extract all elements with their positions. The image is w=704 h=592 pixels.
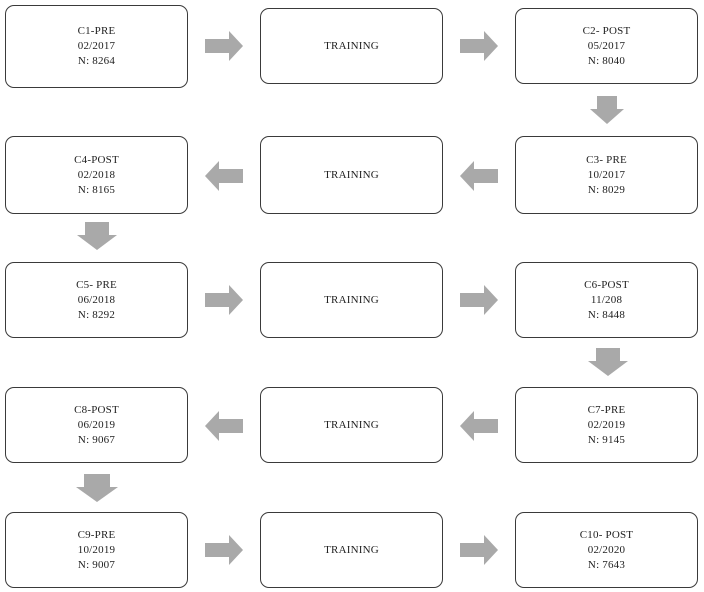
box-c5-date: 06/2018 [77, 293, 116, 306]
box-c9-n: N: 9007 [77, 558, 116, 571]
left-arrow-icon [205, 411, 243, 441]
box-training-5: TRAINING [260, 512, 443, 588]
box-c2-post: C2- POST 05/2017 N: 8040 [515, 8, 698, 84]
right-arrow-icon [460, 535, 498, 565]
box-c4-label: C4-POST [74, 153, 119, 166]
right-arrow-icon [205, 285, 243, 315]
box-c7-n: N: 9145 [587, 433, 626, 446]
box-c1-date: 02/2017 [77, 40, 116, 52]
box-c6-post: C6-POST 11/208 N: 8448 [515, 262, 698, 338]
box-c9-pre: C9-PRE 10/2019 N: 9007 [5, 512, 188, 588]
box-c10-n: N: 7643 [587, 558, 626, 571]
box-c2-n: N: 8040 [587, 54, 626, 67]
box-c3-date: 10/2017 [587, 168, 626, 181]
box-c5-n: N: 8292 [77, 308, 116, 321]
box-c1-n: N: 8264 [77, 55, 116, 67]
box-c4-post: C4-POST 02/2018 N: 8165 [5, 136, 188, 214]
right-arrow-icon [460, 285, 498, 315]
box-c2-date: 05/2017 [587, 39, 626, 52]
box-c1-pre: C1-PRE 02/2017 N: 8264 [5, 5, 188, 88]
down-arrow-icon [76, 474, 118, 502]
box-c9-date: 10/2019 [77, 543, 116, 556]
box-training-1-label: TRAINING [324, 39, 379, 52]
box-c8-post: C8-POST 06/2019 N: 9067 [5, 387, 188, 463]
box-training-4-label: TRAINING [324, 418, 379, 431]
box-c6-label: C6-POST [584, 278, 629, 291]
box-c1-label: C1-PRE [77, 25, 116, 37]
left-arrow-icon [460, 411, 498, 441]
box-c10-label: C10- POST [579, 528, 634, 541]
box-c7-date: 02/2019 [587, 418, 626, 431]
box-c3-label: C3- PRE [586, 153, 627, 166]
box-c2-label: C2- POST [582, 24, 631, 37]
right-arrow-icon [205, 535, 243, 565]
right-arrow-icon [205, 31, 243, 61]
box-c8-label: C8-POST [74, 403, 119, 416]
box-training-3-label: TRAINING [324, 293, 379, 306]
box-c10-post: C10- POST 02/2020 N: 7643 [515, 512, 698, 588]
box-c9-label: C9-PRE [77, 528, 116, 541]
box-c3-n: N: 8029 [587, 183, 626, 196]
box-training-2: TRAINING [260, 136, 443, 214]
box-c4-n: N: 8165 [77, 183, 116, 196]
box-c5-pre: C5- PRE 06/2018 N: 8292 [5, 262, 188, 338]
box-training-2-label: TRAINING [324, 168, 379, 181]
down-arrow-icon [590, 96, 624, 124]
box-training-5-label: TRAINING [324, 543, 379, 556]
box-c6-date: 11/208 [590, 293, 623, 306]
box-c8-date: 06/2019 [77, 418, 116, 431]
down-arrow-icon [588, 348, 628, 376]
box-training-3: TRAINING [260, 262, 443, 338]
box-c7-pre: C7-PRE 02/2019 N: 9145 [515, 387, 698, 463]
box-c7-label: C7-PRE [587, 403, 626, 416]
box-c4-date: 02/2018 [77, 168, 116, 181]
box-c8-n: N: 9067 [77, 433, 116, 446]
box-training-1: TRAINING [260, 8, 443, 84]
left-arrow-icon [205, 161, 243, 191]
box-training-4: TRAINING [260, 387, 443, 463]
box-c3-pre: C3- PRE 10/2017 N: 8029 [515, 136, 698, 214]
left-arrow-icon [460, 161, 498, 191]
right-arrow-icon [460, 31, 498, 61]
box-c5-label: C5- PRE [76, 278, 117, 291]
box-c6-n: N: 8448 [587, 308, 626, 321]
down-arrow-icon [77, 222, 117, 250]
box-c10-date: 02/2020 [587, 543, 626, 556]
